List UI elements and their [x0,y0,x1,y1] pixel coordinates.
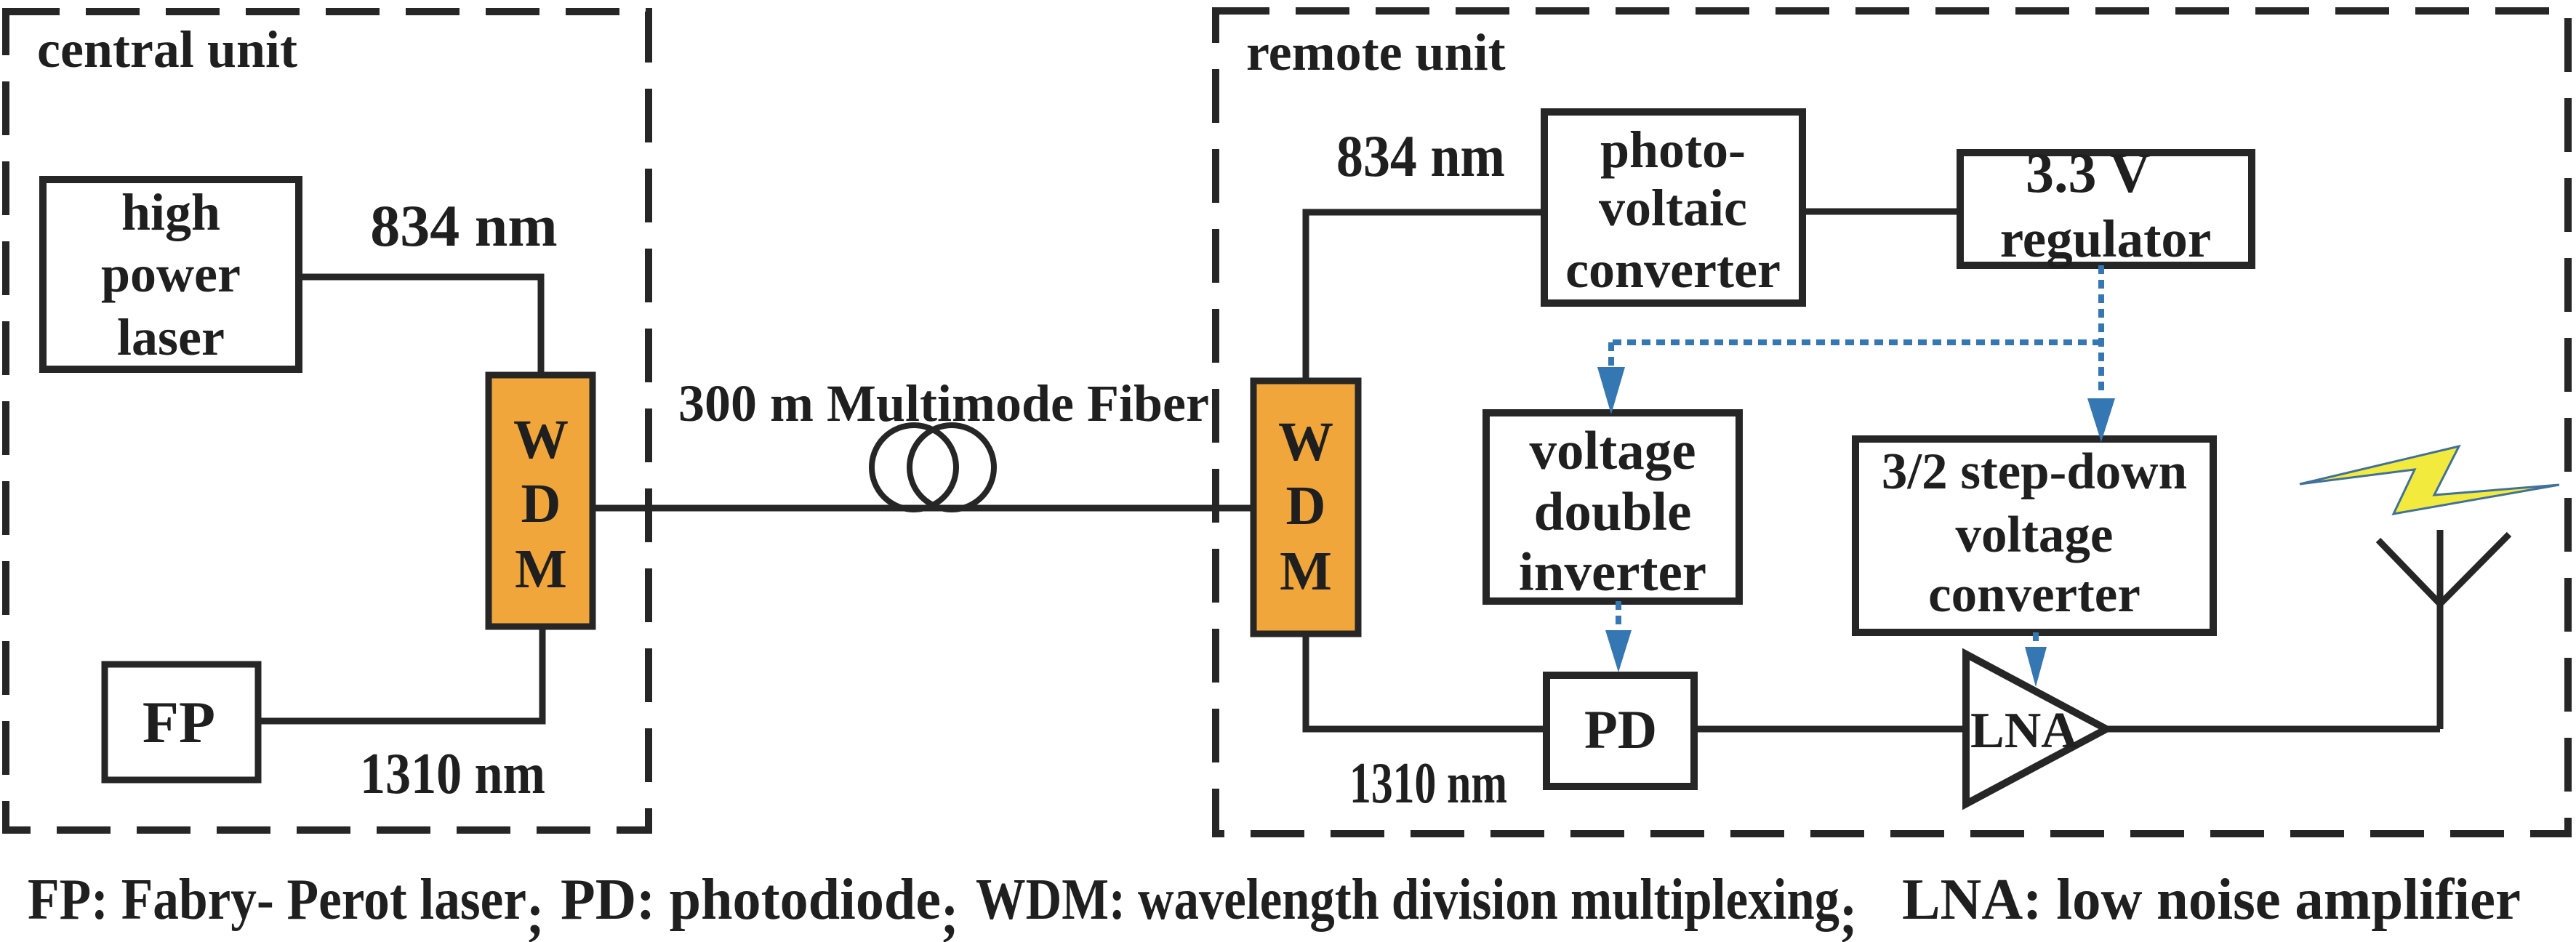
svg-text:voltage: voltage [1956,507,2114,563]
svg-text:converter: converter [1565,241,1781,299]
svg-text:D: D [1286,475,1326,536]
svg-text:W: W [1278,411,1333,472]
svg-text:high: high [121,183,220,241]
svg-text:3/2 step-down: 3/2 step-down [1882,443,2187,500]
svg-text:1310 nm: 1310 nm [1349,752,1507,816]
svg-text:834 nm: 834 nm [1336,123,1505,189]
svg-text:M: M [1280,541,1332,602]
svg-text:M: M [515,539,567,600]
svg-text:300 m Multimode Fiber: 300 m Multimode Fiber [678,374,1209,432]
svg-text:double: double [1534,482,1692,542]
svg-text:inverter: inverter [1519,542,1706,603]
svg-text:voltage: voltage [1529,421,1696,481]
svg-text:1310 nm: 1310 nm [360,742,545,806]
svg-text:voltaic: voltaic [1599,179,1747,237]
svg-text:834 nm: 834 nm [370,193,557,259]
svg-text:PD: PD [1584,700,1657,760]
svg-text:LNA: LNA [1970,703,2078,759]
svg-text:D: D [521,473,561,534]
svg-text:FP: Fabry- Perot laser;PD: pho: FP: Fabry- Perot laser;PD: photodiode;WD… [28,867,2521,942]
svg-text:laser: laser [117,308,225,366]
svg-text:photo-: photo- [1600,121,1746,179]
svg-text:3.3 V: 3.3 V [2026,141,2151,204]
svg-text:power: power [101,245,241,303]
svg-text:W: W [513,409,569,470]
svg-text:remote unit: remote unit [1246,23,1506,81]
svg-text:converter: converter [1928,566,2140,623]
svg-text:FP: FP [143,689,215,755]
svg-text:regulator: regulator [2000,209,2212,268]
svg-text:central unit: central unit [37,20,297,78]
